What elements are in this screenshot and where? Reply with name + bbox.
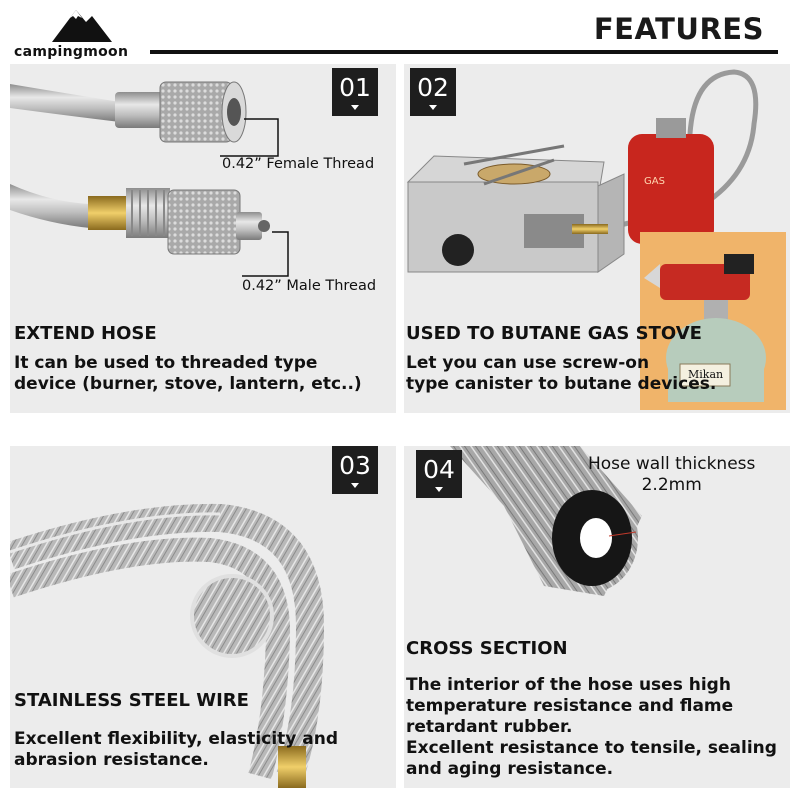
feature-number-badge: 04	[416, 450, 462, 498]
feature-number-badge: 03	[332, 446, 378, 494]
brand-logo: campingmoon	[14, 6, 144, 66]
feature-number: 03	[339, 451, 371, 480]
brand-name: campingmoon	[14, 44, 129, 60]
description-line: Let you can use screw-on	[406, 353, 650, 373]
feature-number-badge: 02	[410, 68, 456, 116]
feature-number: 01	[339, 73, 371, 102]
feature-heading: CROSS SECTION	[406, 638, 568, 659]
description-line: Excellent flexibility, elasticity and	[14, 729, 339, 749]
wall-thickness-value: 2.2mm	[641, 475, 702, 495]
description-line: abrasion resistance.	[14, 750, 209, 770]
description-line: device (burner, stove, lantern, etc..)	[14, 374, 362, 394]
female-thread-label: 0.42” Female Thread	[222, 156, 375, 172]
description-line: It can be used to threaded type	[14, 353, 318, 373]
feature-panel-butane-stove: GAS 02 Mikan USED TO BUTANE GAS STOVE Le…	[404, 64, 790, 413]
page-title: FEATURES	[593, 12, 764, 46]
wall-thickness-label: Hose wall thickness 2.2mm	[588, 454, 755, 496]
feature-description: Let you can use screw-on type canister t…	[406, 353, 716, 395]
mountain-logo-icon	[52, 10, 112, 42]
description-line: and aging resistance.	[406, 759, 614, 779]
feature-description: It can be used to threaded type device (…	[14, 353, 362, 395]
description-line: retardant rubber.	[406, 717, 573, 737]
caret-down-icon	[351, 105, 359, 110]
description-line: type canister to butane devices.	[406, 374, 717, 394]
feature-panel-cross-section: 04 Hose wall thickness 2.2mm CROSS SECTI…	[404, 446, 790, 788]
feature-number-badge: 01	[332, 68, 378, 116]
description-line: temperature resistance and flame	[406, 696, 734, 716]
feature-heading: USED TO BUTANE GAS STOVE	[406, 323, 702, 344]
description-line: Excellent resistance to tensile, sealing	[406, 738, 777, 758]
hose-cross-section-illustration	[450, 446, 642, 596]
male-thread-label: 0.42” Male Thread	[242, 278, 377, 294]
feature-panel-stainless-wire: 03 STAINLESS STEEL WIRE Excellent flexib…	[10, 446, 396, 788]
feature-description: The interior of the hose uses high tempe…	[406, 675, 777, 780]
feature-number: 04	[423, 455, 455, 484]
feature-heading: STAINLESS STEEL WIRE	[14, 690, 249, 711]
header-rule	[150, 50, 778, 54]
feature-heading: EXTEND HOSE	[14, 323, 157, 344]
description-line: The interior of the hose uses high	[406, 675, 731, 695]
feature-description: Excellent flexibility, elasticity and ab…	[14, 729, 338, 771]
caret-down-icon	[435, 487, 443, 492]
braided-hose-illustration	[10, 503, 325, 788]
canister-print: GAS	[644, 176, 665, 187]
canister-brand-label: Mikan	[688, 368, 724, 381]
wall-thickness-line: Hose wall thickness	[588, 454, 756, 474]
hose-connectors-illustration	[10, 81, 289, 277]
stove-canister-illustration: GAS	[406, 69, 786, 410]
caret-down-icon	[351, 483, 359, 488]
caret-down-icon	[429, 105, 437, 110]
feature-number: 02	[417, 73, 449, 102]
feature-panel-extend-hose: 01 0.42” Female Thread 0.42” Male Thread…	[10, 64, 396, 413]
